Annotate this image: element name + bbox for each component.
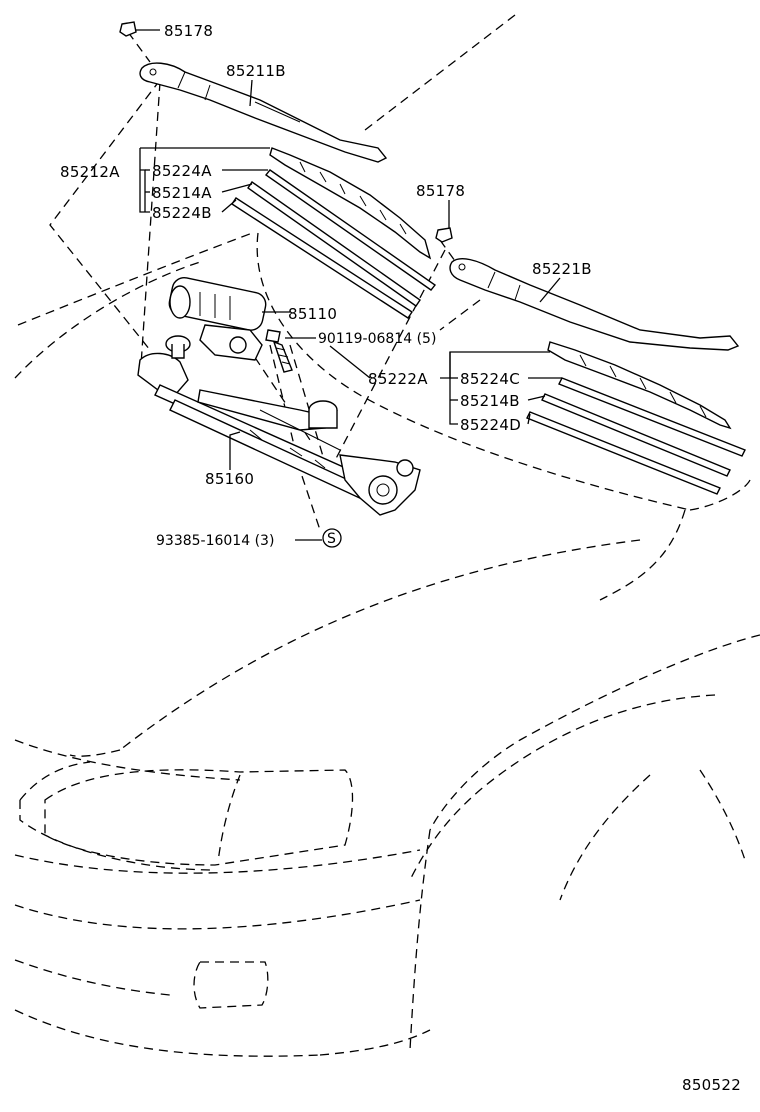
label-rubber-right-c: 85224C (460, 370, 520, 388)
label-blade-right: 85222A (368, 370, 428, 388)
label-nut-right: 85178 (416, 182, 465, 200)
bolt (265, 329, 293, 373)
label-nut-left: 85178 (164, 22, 213, 40)
label-screw-mark: S (327, 531, 336, 547)
label-motor: 85110 (288, 305, 337, 323)
drawing-number: 850522 (682, 1076, 741, 1094)
label-refill-right: 85214B (460, 392, 520, 410)
label-link: 85160 (205, 470, 254, 488)
right-nut (435, 227, 453, 243)
label-leaders (136, 29, 562, 541)
label-arm-right: 85221B (532, 260, 592, 278)
right-wiper-arm (449, 258, 740, 351)
left-wiper-arm (139, 62, 388, 163)
label-rubber-left-a: 85224A (152, 162, 212, 180)
label-rubber-right-d: 85224D (460, 416, 521, 434)
wiper-motor (168, 276, 267, 361)
label-arm-left: 85211B (226, 62, 286, 80)
label-bolt: 90119-06814 (5) (318, 331, 436, 347)
car-body-outline (14, 14, 760, 1057)
label-rubber-left-b: 85224B (152, 204, 212, 222)
label-refill-left: 85214A (152, 184, 212, 202)
left-nut (119, 21, 137, 37)
left-refill (247, 181, 421, 307)
label-blade-left: 85212A (60, 163, 120, 181)
label-screw: 93385-16014 (3) (156, 533, 274, 549)
part-labels: 85178 85211B 85212A 85224A 85214A 85224B… (60, 22, 741, 1094)
screw-symbol-circle (322, 528, 342, 548)
wiper-link (137, 335, 421, 516)
left-wiper-blade (269, 147, 432, 260)
right-rubber-d (526, 411, 721, 495)
right-refill (541, 393, 731, 477)
left-rubber-a (264, 169, 437, 291)
right-wiper-blade (547, 341, 732, 430)
right-rubber-c (558, 377, 746, 457)
